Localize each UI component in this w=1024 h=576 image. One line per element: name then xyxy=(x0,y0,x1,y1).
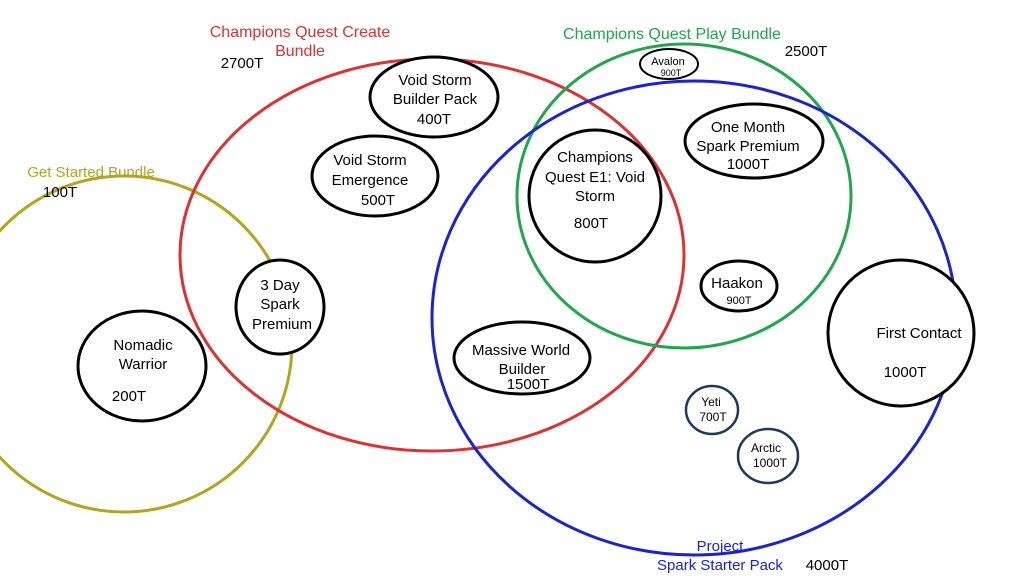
cq-e1-line3: Storm xyxy=(575,188,615,205)
void-pack-line1: Void Storm xyxy=(398,72,471,89)
item-yeti: Yeti 700T xyxy=(684,384,740,436)
massive-price: 1500T xyxy=(507,376,550,393)
get-started-bundle-title: Get Started Bundle xyxy=(27,164,155,181)
haakon-name: Haakon xyxy=(711,275,763,292)
item-one-month-spark-premium: One Month Spark Premium 1000T xyxy=(683,102,825,180)
starter-pack-title-line1: Project xyxy=(697,538,745,555)
item-arctic: Arctic 1000T xyxy=(736,427,800,485)
arctic-price: 1000T xyxy=(753,456,788,470)
cq-e1-line1: Champions xyxy=(557,149,633,166)
starter-pack-title-line2: Spark Starter Pack xyxy=(657,557,783,574)
avalon-name: Avalon xyxy=(651,56,684,68)
cq-e1-line2: Quest E1: Void xyxy=(545,169,645,186)
spark3-line3: Premium xyxy=(252,316,312,333)
void-pack-price: 400T xyxy=(417,111,451,128)
create-bundle-price: 2700T xyxy=(221,55,264,72)
item-void-storm-builder-pack: Void Storm Builder Pack 400T xyxy=(368,55,500,139)
void-emerge-line2: Emergence xyxy=(332,172,409,189)
spark3-line2: Spark xyxy=(260,296,300,313)
get-started-bundle-price: 100T xyxy=(43,184,77,201)
arctic-name: Arctic xyxy=(751,441,781,455)
first-contact-name: First Contact xyxy=(876,325,962,342)
void-emerge-price: 500T xyxy=(361,192,395,209)
nomadic-warrior-price: 200T xyxy=(112,388,146,405)
yeti-name: Yeti xyxy=(701,395,721,409)
nomadic-warrior-line2: Warrior xyxy=(119,356,168,373)
first-contact-price: 1000T xyxy=(884,364,927,381)
item-haakon: Haakon 900T xyxy=(699,259,779,313)
item-massive-world-builder: Massive World Builder 1500T xyxy=(452,320,592,396)
starter-pack-price: 4000T xyxy=(806,557,849,574)
massive-line1: Massive World xyxy=(472,342,570,359)
nomadic-warrior-line1: Nomadic xyxy=(113,337,173,354)
item-void-storm-emergence: Void Storm Emergence 500T xyxy=(310,134,440,218)
item-3-day-spark-premium: 3 Day Spark Premium xyxy=(234,258,326,356)
cq-e1-price: 800T xyxy=(574,215,608,232)
play-bundle-circle xyxy=(515,42,853,350)
item-first-contact: First Contact 1000T xyxy=(826,258,976,408)
item-champions-quest-e1: Champions Quest E1: Void Storm 800T xyxy=(527,128,663,264)
play-bundle-price: 2500T xyxy=(785,43,828,60)
yeti-price: 700T xyxy=(699,410,727,424)
haakon-price: 900T xyxy=(726,295,751,307)
massive-line2: Builder xyxy=(499,361,546,378)
create-bundle-title-line1: Champions Quest Create xyxy=(210,24,391,41)
avalon-price: 900T xyxy=(661,68,682,78)
item-nomadic-warrior: Nomadic Warrior 200T xyxy=(76,309,208,423)
month-price: 1000T xyxy=(727,156,770,173)
create-bundle-title-line2: Bundle xyxy=(275,43,325,60)
month-line1: One Month xyxy=(711,119,785,136)
play-bundle-title: Champions Quest Play Bundle xyxy=(563,26,781,43)
void-pack-line2: Builder Pack xyxy=(393,91,478,108)
void-emerge-line1: Void Storm xyxy=(333,152,406,169)
month-line2: Spark Premium xyxy=(696,138,799,155)
item-avalon: Avalon 900T xyxy=(639,48,699,80)
spark3-line1: 3 Day xyxy=(260,277,300,294)
